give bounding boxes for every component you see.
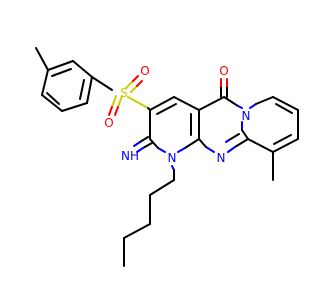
imine-nitrogen-label: NH — [121, 149, 139, 163]
bond — [241, 129, 249, 140]
bond — [177, 147, 186, 153]
bond — [132, 75, 139, 82]
bond — [72, 60, 93, 78]
bond — [255, 96, 274, 105]
bond — [149, 138, 159, 149]
bond — [79, 79, 85, 100]
bond — [198, 138, 207, 148]
bond — [136, 80, 143, 87]
bond — [139, 136, 149, 143]
bond — [234, 138, 249, 148]
bond — [136, 147, 144, 153]
bond — [51, 68, 72, 77]
bond — [237, 105, 243, 109]
bond — [184, 138, 200, 149]
bond — [35, 47, 49, 71]
sulfonyl-oxygen-label: O — [104, 116, 113, 130]
carbonyl-oxygen-label: O — [219, 64, 228, 78]
bond — [275, 103, 293, 114]
bond — [205, 146, 215, 153]
bond — [228, 133, 240, 141]
bond — [156, 103, 177, 115]
ring-nitrogen-label: N — [168, 151, 177, 165]
ring-nitrogen-label: N — [217, 151, 226, 165]
bond — [272, 96, 299, 111]
bond — [247, 138, 274, 153]
bond — [149, 179, 175, 196]
molecule-canvas: S O O O NH N N N — [35, 47, 299, 267]
bond — [173, 96, 200, 111]
sulfur-label: S — [120, 86, 128, 100]
bond — [111, 95, 117, 108]
bond — [157, 147, 166, 153]
bond — [61, 102, 88, 112]
bond — [198, 96, 225, 111]
bond — [114, 106, 119, 116]
bond — [46, 92, 60, 105]
bond — [227, 146, 236, 153]
bond — [142, 142, 153, 149]
bond — [249, 103, 257, 109]
bond — [133, 141, 141, 147]
bond — [273, 134, 292, 145]
ring-nitrogen-label: N — [242, 109, 251, 123]
bond — [108, 106, 113, 116]
bond — [41, 94, 63, 112]
bond — [86, 76, 93, 104]
bond — [127, 96, 149, 109]
bond — [125, 80, 134, 89]
bond — [130, 85, 138, 93]
bond — [223, 96, 239, 107]
sulfonyl-oxygen-label: O — [140, 64, 149, 78]
bond — [47, 60, 74, 71]
structure-diagram: S O O O NH N N N — [35, 47, 299, 267]
bond — [149, 96, 175, 111]
bond — [225, 139, 230, 143]
bond — [117, 95, 123, 108]
bond — [272, 138, 299, 153]
bond — [123, 223, 151, 239]
bond — [41, 69, 49, 96]
bond — [91, 76, 113, 91]
